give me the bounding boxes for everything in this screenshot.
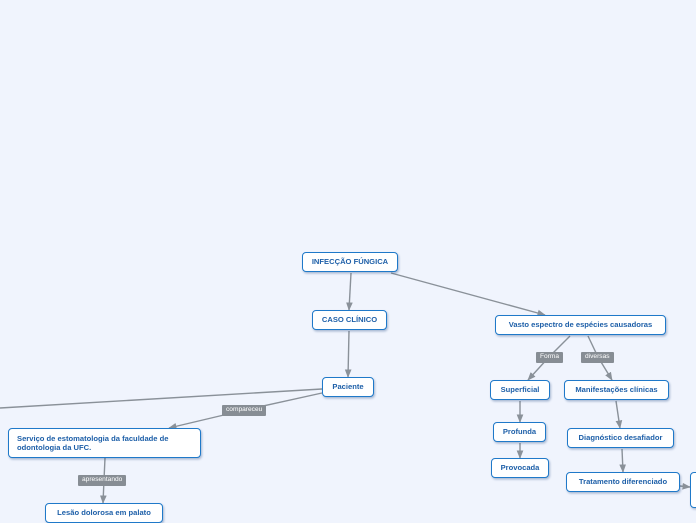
edge-tratamento-offscreen	[679, 482, 691, 490]
link-label-compareceu: compareceu	[222, 405, 267, 416]
node-servico[interactable]: Serviço de estomatologia da faculdade de…	[8, 428, 201, 458]
edge-manifestacoes-diagnostico	[615, 400, 623, 429]
node-tratamento[interactable]: Tratamento diferenciado	[566, 472, 680, 492]
node-manifestacoes[interactable]: Manifestações clínicas	[564, 380, 669, 400]
node-offscreen-right[interactable]	[690, 472, 696, 508]
edge-root-caso	[346, 272, 353, 311]
edge-caso-paciente	[344, 330, 352, 378]
edge-paciente-offscreen	[0, 388, 323, 409]
node-profunda[interactable]: Profunda	[493, 422, 546, 442]
link-label-forma: Forma	[536, 352, 564, 363]
edge-root-vasto	[390, 272, 546, 317]
node-paciente[interactable]: Paciente	[322, 377, 374, 397]
node-diagnostico[interactable]: Diagnóstico desafiador	[567, 428, 674, 448]
node-lesao[interactable]: Lesão dolorosa em palato	[45, 503, 163, 523]
link-label-apresentando: apresentando	[78, 475, 127, 486]
node-vasto-espectro[interactable]: Vasto espectro de espécies causadoras	[495, 315, 666, 335]
link-label-diversas: diversas	[581, 352, 614, 363]
node-provocada[interactable]: Provocada	[491, 458, 549, 478]
edge-diagnostico-tratamento	[619, 448, 627, 473]
node-superficial[interactable]: Superficial	[490, 380, 550, 400]
node-root[interactable]: INFECÇÃO FÚNGICA	[302, 252, 398, 272]
node-caso-clinico[interactable]: CASO CLÍNICO	[312, 310, 387, 330]
